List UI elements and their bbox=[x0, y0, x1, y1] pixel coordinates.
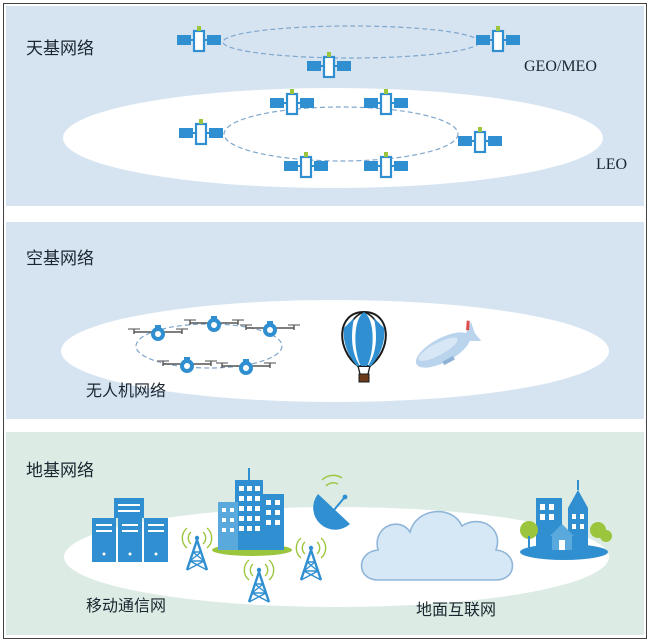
diagram-frame: 天基网络 GEO/MEO LEO bbox=[3, 3, 647, 639]
geo-satellite-icon-1 bbox=[177, 26, 221, 51]
cell-tower-icon-2 bbox=[244, 560, 273, 602]
leo-satellite-icon-6 bbox=[364, 152, 408, 177]
drone-icon-5 bbox=[216, 359, 276, 375]
ground-infrastructure bbox=[6, 432, 644, 635]
satellite-dish-icon bbox=[313, 475, 350, 529]
air-platforms bbox=[6, 222, 644, 419]
geo-satellite-icon-3 bbox=[476, 26, 520, 51]
airship-icon bbox=[410, 320, 483, 377]
town-buildings-icon bbox=[520, 480, 612, 560]
ground-network-section: 地基网络 移动通信网 地面互联网 bbox=[6, 432, 644, 635]
satellites bbox=[6, 6, 644, 206]
leo-satellite-icon-4 bbox=[458, 127, 502, 152]
internet-cloud-icon bbox=[362, 512, 513, 580]
cell-tower-icon-3 bbox=[296, 538, 325, 580]
space-network-section: 天基网络 GEO/MEO LEO bbox=[6, 6, 644, 206]
leo-satellite-icon-2 bbox=[364, 89, 408, 114]
drone-icon-3 bbox=[240, 321, 300, 337]
geo-satellite-icon-2 bbox=[307, 52, 351, 77]
drone-icon-1 bbox=[128, 325, 188, 341]
leo-satellite-icon-5 bbox=[284, 152, 328, 177]
hot-air-balloon-icon bbox=[342, 312, 386, 382]
drone-icon-2 bbox=[184, 316, 244, 332]
server-cluster-icon bbox=[92, 498, 168, 562]
air-network-section: 空基网络 无人机网络 bbox=[6, 222, 644, 419]
leo-satellite-icon-1 bbox=[270, 89, 314, 114]
city-buildings-icon bbox=[212, 468, 292, 556]
drone-icon-4 bbox=[157, 357, 217, 373]
cell-tower-icon-1 bbox=[182, 528, 211, 570]
leo-satellite-icon-3 bbox=[179, 119, 223, 144]
